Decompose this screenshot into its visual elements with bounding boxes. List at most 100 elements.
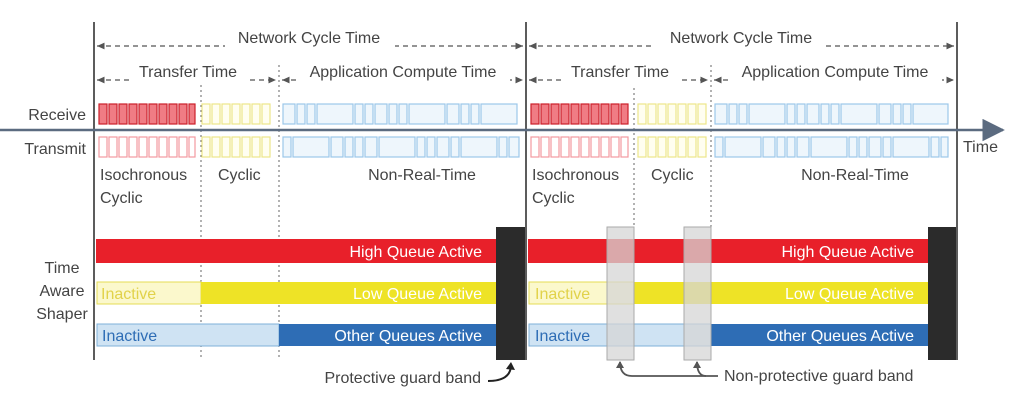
low-queue-label: Low Queue Active bbox=[785, 286, 914, 303]
non-protective-guard-band-pointer bbox=[619, 361, 718, 377]
isochronous-frame bbox=[178, 136, 188, 158]
cyclic-frame bbox=[637, 103, 647, 125]
isochronous-frame bbox=[188, 136, 196, 158]
cyclic-frame bbox=[647, 103, 657, 125]
application-compute-time-label: Application Compute Time bbox=[310, 64, 497, 81]
cyclic-frame bbox=[201, 103, 211, 125]
non-real-time-frame bbox=[796, 136, 810, 158]
cyclic-frame bbox=[211, 136, 221, 158]
non-real-time-frame bbox=[354, 136, 364, 158]
time-axis-label: Time bbox=[963, 139, 998, 156]
isochronous-label: Isochronous bbox=[100, 167, 187, 184]
non-real-time-frame bbox=[296, 103, 306, 125]
low-queue-inactive-label: Inactive bbox=[101, 286, 156, 303]
isochronous-frame bbox=[590, 136, 600, 158]
network-cycle-time-label: Network Cycle Time bbox=[238, 30, 380, 47]
cyclic-frame bbox=[221, 136, 231, 158]
transfer-time-label: Transfer Time bbox=[139, 64, 237, 81]
isochronous-frame bbox=[108, 136, 118, 158]
isochronous-frame bbox=[600, 103, 610, 125]
transmit-row-label: Transmit bbox=[24, 141, 86, 158]
low-queue-label: Low Queue Active bbox=[353, 286, 482, 303]
isochronous-frame bbox=[128, 103, 138, 125]
isochronous-frame bbox=[580, 103, 590, 125]
non-real-time-frame bbox=[282, 136, 292, 158]
non-real-time-label: Non-Real-Time bbox=[801, 167, 909, 184]
isochronous-frame bbox=[610, 103, 620, 125]
non-real-time-frame bbox=[426, 136, 436, 158]
non-real-time-frame bbox=[796, 103, 806, 125]
non-real-time-frame bbox=[316, 103, 354, 125]
isochronous-frame bbox=[550, 136, 560, 158]
isochronous-frame bbox=[148, 136, 158, 158]
non-protective-guard-band bbox=[683, 226, 712, 361]
isochronous-frame bbox=[550, 103, 560, 125]
non-real-time-frame bbox=[282, 103, 296, 125]
non-real-time-frame bbox=[498, 136, 508, 158]
high-queue-label: High Queue Active bbox=[781, 244, 914, 261]
non-real-time-frame bbox=[786, 103, 796, 125]
cyclic-frame bbox=[687, 103, 697, 125]
isochronous-frame bbox=[530, 136, 540, 158]
non-protective-guard-band-label: Non-protective guard band bbox=[724, 368, 913, 385]
non-real-time-frame bbox=[728, 103, 738, 125]
other-queues-bar bbox=[279, 324, 496, 346]
non-real-time-frame bbox=[892, 136, 930, 158]
cyclic-frame bbox=[677, 136, 687, 158]
non-real-time-frame bbox=[776, 136, 786, 158]
isochronous-frame bbox=[118, 103, 128, 125]
cyclic-frame bbox=[697, 103, 707, 125]
non-real-time-frame bbox=[460, 103, 470, 125]
transfer-time-label: Transfer Time bbox=[571, 64, 669, 81]
low-queue-inactive-label: Inactive bbox=[535, 286, 590, 303]
non-real-time-frame bbox=[820, 103, 830, 125]
protective-guard-band-label: Protective guard band bbox=[324, 370, 481, 387]
non-real-time-frame bbox=[446, 103, 460, 125]
cyclic-frame bbox=[697, 136, 707, 158]
cyclic-frame bbox=[231, 103, 241, 125]
isochronous-frame bbox=[570, 136, 580, 158]
isochronous-frame bbox=[188, 103, 196, 125]
high-queue-bar bbox=[96, 239, 496, 263]
other-queues-label: Other Queues Active bbox=[766, 328, 914, 345]
non-real-time-frame bbox=[306, 103, 316, 125]
isochronous-frame bbox=[168, 136, 178, 158]
isochronous-frame bbox=[620, 103, 629, 125]
non-real-time-frame bbox=[840, 103, 878, 125]
cyclic-label: Cyclic bbox=[651, 167, 694, 184]
cyclic-frame bbox=[677, 103, 687, 125]
high-queue-bar bbox=[528, 239, 928, 263]
isochronous-label: Isochronous bbox=[532, 167, 619, 184]
isochronous-frame bbox=[98, 103, 108, 125]
non-real-time-frame bbox=[858, 136, 868, 158]
non-protective-guard-band bbox=[606, 226, 635, 361]
shaper-title: Shaper bbox=[36, 306, 88, 323]
cyclic-frame bbox=[211, 103, 221, 125]
cyclic-frame bbox=[647, 136, 657, 158]
cyclic-frame bbox=[657, 103, 667, 125]
isochronous-frame bbox=[108, 103, 118, 125]
non-real-time-frame bbox=[830, 103, 840, 125]
high-queue-label: High Queue Active bbox=[349, 244, 482, 261]
other-queues-label: Other Queues Active bbox=[334, 328, 482, 345]
non-real-time-frame bbox=[848, 136, 858, 158]
cyclic-frame bbox=[251, 136, 261, 158]
non-real-time-frame bbox=[344, 136, 354, 158]
isochronous-frame bbox=[138, 103, 148, 125]
cyclic-frame bbox=[667, 136, 677, 158]
cyclic-frame bbox=[667, 103, 677, 125]
non-real-time-frame bbox=[786, 136, 796, 158]
isochronous-frame bbox=[138, 136, 148, 158]
non-real-time-frame bbox=[354, 103, 364, 125]
isochronous-frame bbox=[148, 103, 158, 125]
cyclic-label: Cyclic bbox=[218, 167, 261, 184]
shaper-title: Aware bbox=[39, 283, 84, 300]
non-real-time-frame bbox=[748, 103, 786, 125]
non-real-time-frame bbox=[714, 103, 728, 125]
non-real-time-frame bbox=[388, 103, 398, 125]
non-real-time-frame bbox=[912, 103, 949, 125]
isochronous-frame bbox=[128, 136, 138, 158]
isochronous-frame bbox=[580, 136, 590, 158]
non-real-time-frame bbox=[364, 103, 374, 125]
